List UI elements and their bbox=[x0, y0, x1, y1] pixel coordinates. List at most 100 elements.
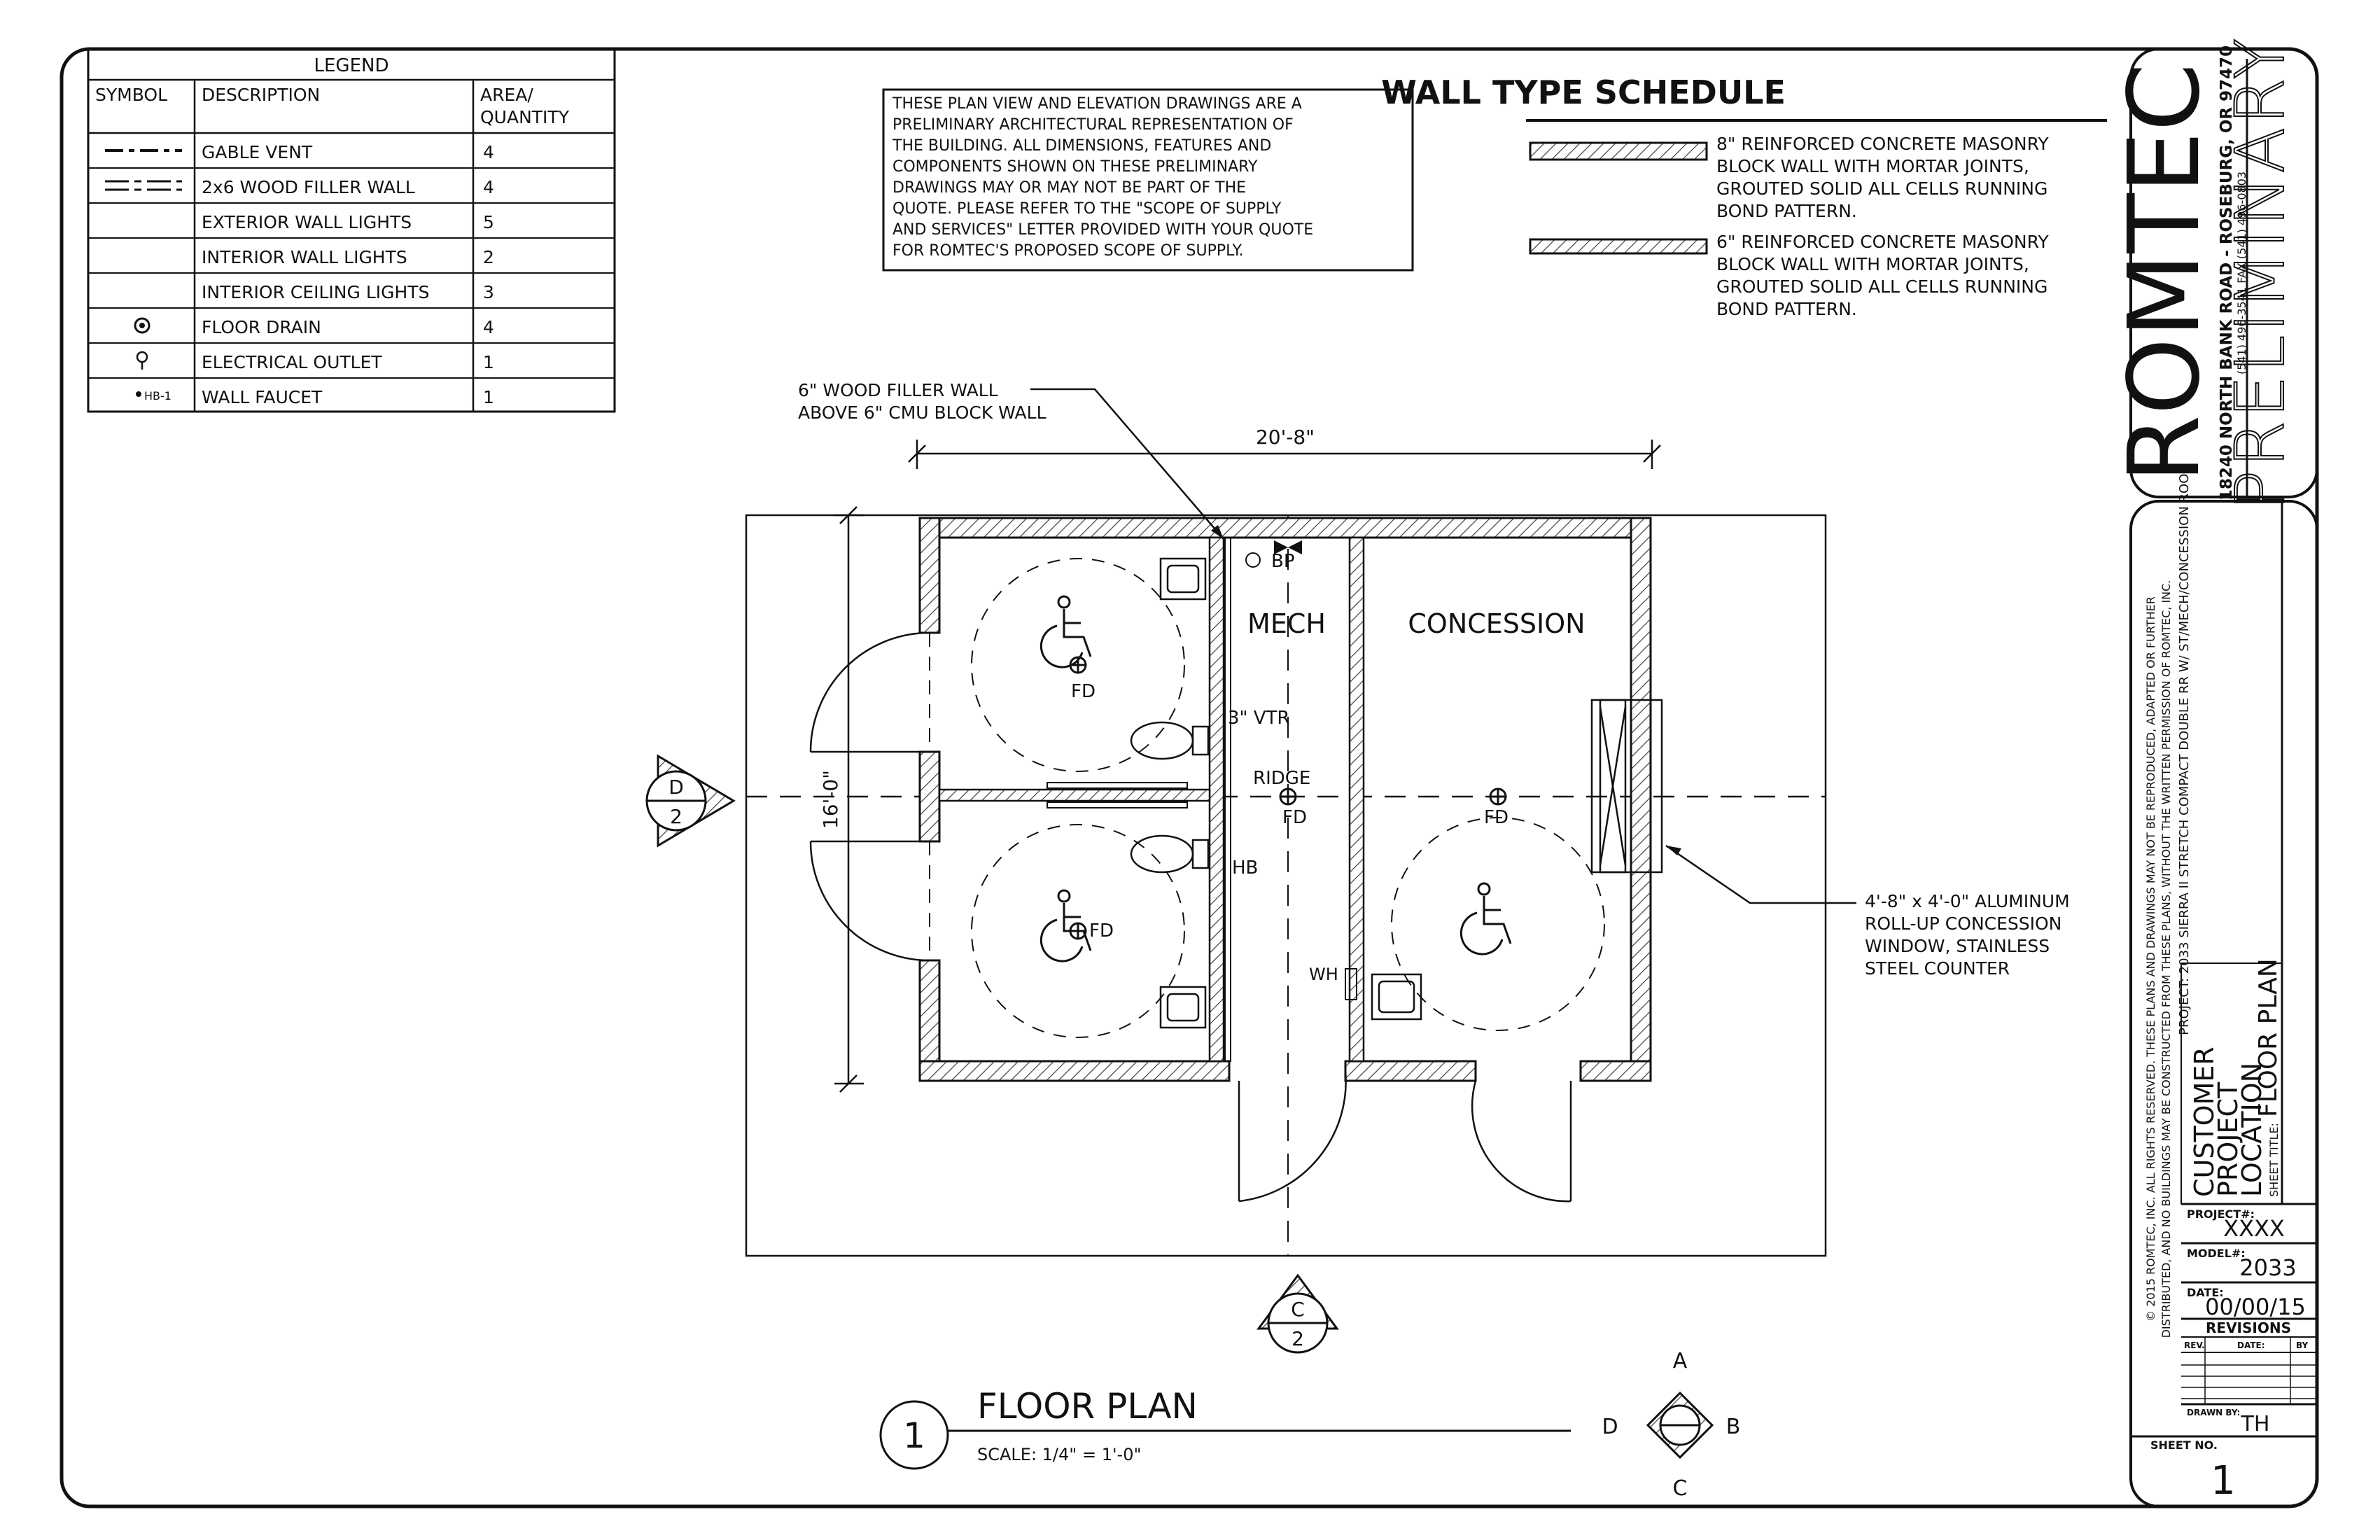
floor-drain-icon bbox=[1069, 656, 1087, 674]
mech-concession-wall bbox=[1348, 536, 1365, 1063]
window-callout: WINDOW, STAINLESS bbox=[1865, 936, 2050, 956]
water-heater bbox=[1345, 968, 1357, 1000]
legend-row-description: 2x6 WOOD FILLER WALL bbox=[202, 177, 415, 197]
legend-row-qty: 4 bbox=[483, 317, 494, 337]
filler-wall-callout: 6" WOOD FILLER WALL bbox=[798, 380, 998, 400]
legend-row-qty: 5 bbox=[483, 212, 494, 232]
wall-type-line: 8" REINFORCED CONCRETE MASONRY bbox=[1716, 134, 2049, 154]
wall-type-line: BOND PATTERN. bbox=[1716, 201, 1857, 221]
east-wall bbox=[1630, 517, 1652, 1082]
customer-line: CUSTOMER bbox=[2189, 1046, 2220, 1197]
company-phone: (541) 496-3541 FAX (541) 496-0803 bbox=[2235, 172, 2248, 374]
turning-circle bbox=[971, 824, 1185, 1038]
sheet-number-label: SHEET NO. bbox=[2150, 1438, 2218, 1452]
legend-row-description: INTERIOR WALL LIGHTS bbox=[202, 247, 407, 267]
width-dimension-label: 20'-8" bbox=[1256, 426, 1315, 449]
rev-header: REV. bbox=[2184, 1340, 2205, 1350]
project-number-label: PROJECT#: bbox=[2187, 1208, 2255, 1221]
drawn-by: TH bbox=[2241, 1412, 2270, 1436]
width-dimension bbox=[908, 440, 1661, 469]
window-leader bbox=[1665, 844, 1856, 904]
legend-table: LEGEND SYMBOL DESCRIPTION AREA/ QUANTITY… bbox=[87, 48, 616, 413]
rev-header: BY bbox=[2296, 1340, 2308, 1350]
sheet-number: 1 bbox=[2211, 1458, 2236, 1504]
filler-wall-callout: ABOVE 6" CMU BLOCK WALL bbox=[798, 402, 1046, 423]
restroom-mech-wall bbox=[1208, 536, 1225, 1063]
elevation-key-d: D bbox=[1602, 1415, 1618, 1439]
section-marker-bottom: 2 bbox=[1292, 1327, 1304, 1350]
accessible-icon bbox=[1460, 882, 1512, 955]
room-label-concession: CONCESSION bbox=[1408, 608, 1585, 639]
wall-type-line: BLOCK WALL WITH MORTAR JOINTS, bbox=[1716, 156, 2029, 176]
vtr-label: 3" VTR bbox=[1228, 708, 1290, 729]
legend-row-qty: 3 bbox=[483, 282, 494, 302]
preliminary-stamp: PRELIMINARY bbox=[2221, 36, 2300, 511]
sheet-title: FLOOR PLAN bbox=[2254, 958, 2283, 1117]
elevation-key: A B C D bbox=[1602, 1349, 1740, 1501]
filler-wall bbox=[1224, 537, 1231, 1062]
depth-dimension bbox=[834, 506, 864, 1093]
legend-row-description: EXTERIOR WALL LIGHTS bbox=[202, 212, 412, 232]
window-callout: ROLL-UP CONCESSION bbox=[1865, 913, 2062, 934]
toilet-icon bbox=[1130, 721, 1210, 760]
faucet-icon: HB-1 bbox=[136, 389, 172, 402]
floor-drain-icon bbox=[1279, 788, 1297, 806]
company-name: ROMTEC bbox=[2108, 63, 2222, 483]
legend-header-description: DESCRIPTION bbox=[202, 85, 320, 105]
concession-door bbox=[1471, 1080, 1572, 1203]
revisions-title: REVISIONS bbox=[2206, 1320, 2291, 1336]
west-wall-pier bbox=[918, 750, 941, 843]
note-line: COMPONENTS SHOWN ON THESE PRELIMINARY bbox=[892, 158, 1258, 176]
wall-type-8in-swatch bbox=[1529, 141, 1708, 161]
wall-type-line: BLOCK WALL WITH MORTAR JOINTS, bbox=[1716, 254, 2029, 274]
project-number: XXXX bbox=[2223, 1215, 2285, 1242]
elevation-key-b: B bbox=[1726, 1415, 1741, 1439]
note-line: THE BUILDING. ALL DIMENSIONS, FEATURES A… bbox=[892, 137, 1271, 155]
floor-drain-icon bbox=[134, 317, 150, 334]
customer-line: PROJECT bbox=[2213, 1082, 2244, 1197]
elevation-key-a: A bbox=[1673, 1349, 1688, 1373]
wall-type-line: GROUTED SOLID ALL CELLS RUNNING bbox=[1716, 276, 2047, 297]
note-line: AND SERVICES" LETTER PROVIDED WITH YOUR … bbox=[892, 221, 1313, 239]
filler-wall-leader bbox=[1030, 388, 1224, 540]
legend-row-description: GABLE VENT bbox=[202, 142, 313, 162]
sheet-title-label: SHEET TITLE: bbox=[2267, 1123, 2281, 1197]
window-callout: 4'-8" x 4'-0" ALUMINUM bbox=[1865, 891, 2070, 911]
wall-type-line: GROUTED SOLID ALL CELLS RUNNING bbox=[1716, 178, 2047, 199]
legend-header-quantity: QUANTITY bbox=[480, 107, 570, 127]
sink-icon bbox=[1159, 557, 1207, 601]
preliminary-note: THESE PLAN VIEW AND ELEVATION DRAWINGS A… bbox=[882, 88, 1414, 272]
legend-row-description: FLOOR DRAIN bbox=[202, 317, 321, 337]
legend-row-qty: 4 bbox=[483, 177, 494, 197]
legend-row-qty: 4 bbox=[483, 142, 494, 162]
rev-header: DATE: bbox=[2237, 1340, 2265, 1350]
date-label: DATE: bbox=[2187, 1286, 2224, 1299]
copyright-line: DISTRIBUTED, AND NO BUILDINGS MAY BE CON… bbox=[2160, 580, 2173, 1338]
floor-drain-icon bbox=[1069, 922, 1087, 940]
outlet-icon bbox=[136, 351, 148, 370]
turning-circle bbox=[971, 558, 1185, 772]
fd-label: FD bbox=[1071, 681, 1096, 702]
sink-icon bbox=[1371, 973, 1422, 1021]
fd-label: FD bbox=[1089, 920, 1114, 941]
faucet-symbol-label: HB-1 bbox=[144, 389, 172, 402]
bp-label: BP bbox=[1271, 551, 1295, 572]
model-number-label: MODEL#: bbox=[2187, 1247, 2246, 1260]
note-line: THESE PLAN VIEW AND ELEVATION DRAWINGS A… bbox=[892, 95, 1302, 113]
copyright-line: © 2015 ROMTEC, INC. ALL RIGHTS RESERVED.… bbox=[2144, 596, 2157, 1322]
customer-line: LOCATION bbox=[2236, 1063, 2267, 1197]
concession-window bbox=[1590, 699, 1663, 874]
grab-bar bbox=[1046, 782, 1188, 808]
wall-type-6in-swatch bbox=[1529, 238, 1708, 255]
drawing-title-block: 1 FLOOR PLAN SCALE: 1/4" = 1'-0" bbox=[879, 1386, 1571, 1470]
floor-plan-drawing: FD FD FD FD RIDGE BP 3" VTR HB WH MECH C… bbox=[745, 380, 2070, 1257]
mech-door bbox=[1238, 1070, 1347, 1203]
elevation-key-c: C bbox=[1673, 1476, 1688, 1501]
roof-outline bbox=[745, 514, 1827, 1257]
ridge-label: RIDGE bbox=[1253, 768, 1310, 789]
south-wall-mid bbox=[1344, 1060, 1477, 1082]
section-marker-bottom: 2 bbox=[670, 805, 682, 828]
legend-row-qty: 1 bbox=[483, 352, 494, 372]
note-line: PRELIMINARY ARCHITECTURAL REPRESENTATION… bbox=[892, 116, 1294, 134]
drawing-title: FLOOR PLAN bbox=[977, 1386, 1198, 1427]
